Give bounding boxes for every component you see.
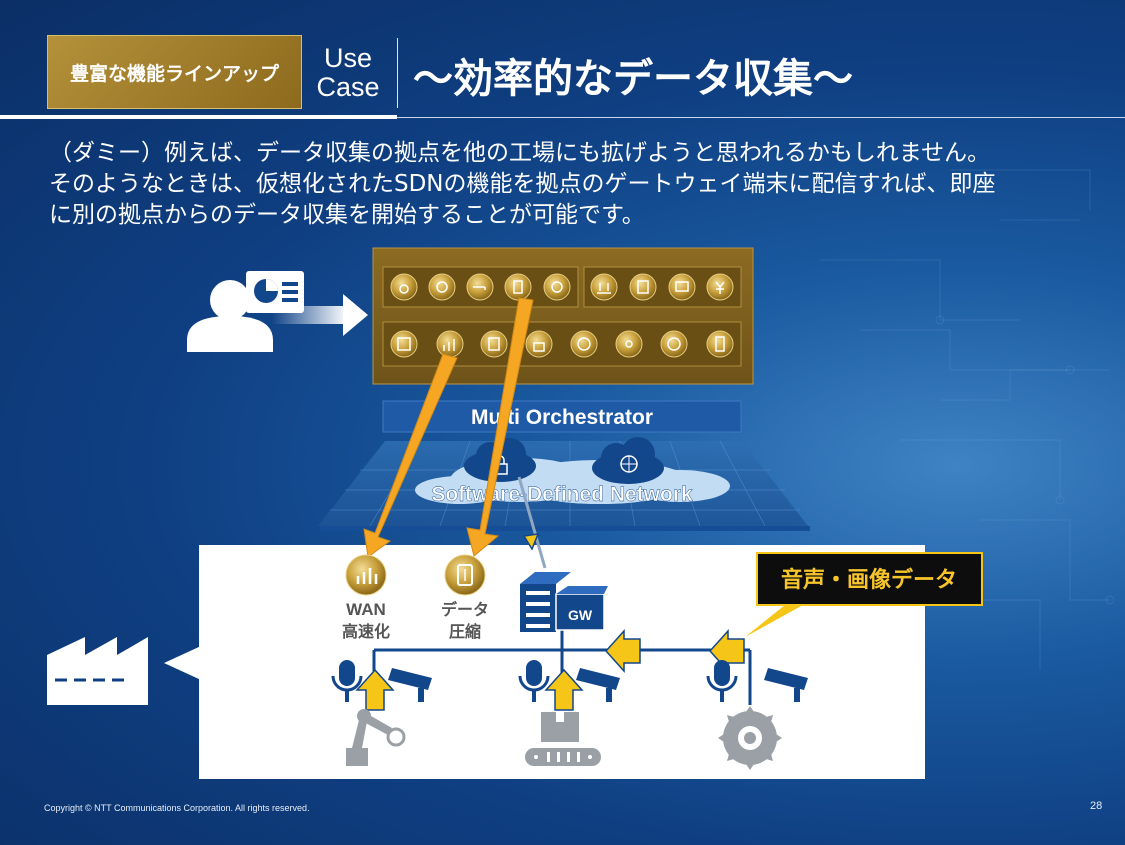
use-case-line2: Case <box>316 72 380 102</box>
microphone-icon <box>339 660 355 686</box>
file-icon <box>629 273 657 301</box>
compression-label-line2: 圧縮 <box>449 622 481 641</box>
gateway-server-icon <box>520 572 608 632</box>
data-flow-arrows <box>355 629 745 711</box>
data-compression-function <box>444 554 486 596</box>
gw-uplink-line <box>517 476 547 569</box>
gateway-label: GW <box>568 607 593 623</box>
body-line-3: に別の拠点からのデータ収集を開始することが可能です。 <box>49 202 645 228</box>
lock-icon <box>525 330 553 358</box>
microphone-icon <box>526 660 542 686</box>
conveyor-box-icon <box>525 712 601 766</box>
body-line-1: （ダミー）例えば、データ収集の拠点を他の工場にも拡げようと思われるかもしれません… <box>49 140 991 166</box>
deploy-arrow <box>272 294 368 336</box>
mail-icon <box>668 273 696 301</box>
wan-label-line2: 高速化 <box>342 622 390 641</box>
function-deploy-arrows <box>363 297 534 558</box>
wan-label-line1: WAN <box>346 600 386 619</box>
page-title: ～効率的なデータ収集～ <box>413 56 853 102</box>
camera-icon <box>388 668 432 702</box>
compression-label-line1: データ <box>441 600 489 619</box>
header-underline <box>0 115 397 119</box>
multi-orchestrator-label: Multi Orchestrator <box>471 406 653 429</box>
money-bag-icon <box>390 273 418 301</box>
document-icon <box>480 330 508 358</box>
robot-arm-icon <box>346 709 406 766</box>
media-data-callout-text: 音声・画像データ <box>781 567 957 593</box>
saw-blade-icon <box>718 706 782 770</box>
gw-uplink-arrow <box>522 533 540 551</box>
wan-acceleration-function <box>345 554 387 596</box>
sync-icon <box>428 273 456 301</box>
operator-user-icon <box>187 271 304 352</box>
tablet-icon <box>706 330 734 358</box>
body-paragraph: （ダミー）例えば、データ収集の拠点を他の工場にも拡げようと思われるかもしれません… <box>49 138 1109 231</box>
copyright-notice: Copyright © NTT Communications Corporati… <box>44 803 310 813</box>
page-number: 28 <box>1090 800 1103 812</box>
feature-lineup-badge: 豊富な機能ラインアップ <box>47 35 302 109</box>
people-icon <box>590 273 618 301</box>
brain-icon <box>543 273 571 301</box>
use-case-label: Use Case <box>312 44 384 102</box>
body-line-2: そのようなときは、仮想化されたSDNの機能を拠点のゲートウェイ端末に配信すれば、… <box>49 171 996 197</box>
multi-orchestrator-bar <box>382 400 742 433</box>
microphone-icon <box>714 660 730 686</box>
title-divider <box>397 38 398 108</box>
camera-icon <box>764 668 808 702</box>
sdn-label: Software-Defined Network <box>431 483 693 506</box>
use-case-line1: Use <box>323 43 372 73</box>
factory-callout-tail <box>164 646 201 680</box>
media-data-callout <box>745 552 983 637</box>
network-icon <box>615 330 643 358</box>
globe-icon <box>570 330 598 358</box>
globe-cloud-icon <box>592 437 664 484</box>
globe-icon <box>660 330 688 358</box>
function-catalog-panel <box>372 247 754 385</box>
camera-icon <box>576 668 620 702</box>
grid-icon <box>390 330 418 358</box>
document-icon <box>504 273 532 301</box>
bar-chart-up-icon <box>436 330 464 358</box>
factory-icon <box>47 637 148 705</box>
sensor-devices <box>331 660 808 702</box>
header-rule <box>397 117 1125 118</box>
